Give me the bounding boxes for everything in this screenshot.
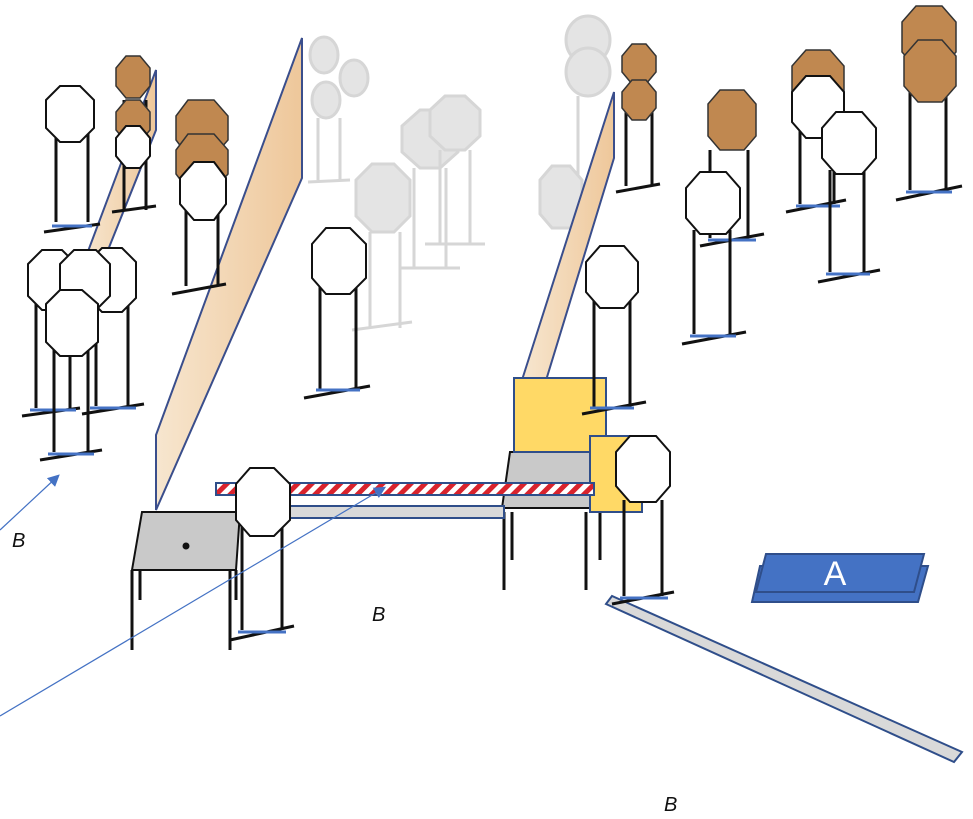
shooting-table-left: [130, 511, 242, 650]
label-b: B: [12, 530, 26, 552]
steel-target-stand: [39, 289, 103, 462]
fault-line-panel: [155, 37, 303, 511]
faded-steel-target: [351, 162, 413, 332]
label-b: B: [372, 604, 386, 626]
ground-fault-line: [604, 594, 964, 764]
steel-target-stand: [581, 245, 647, 416]
faded-target-group: [307, 14, 612, 332]
paper-target-stand: [699, 89, 765, 248]
paper-target-stand: [895, 5, 963, 202]
faded-paper-target: [564, 14, 612, 200]
steel-target-stand: [43, 85, 101, 234]
no-shoot-tape: [215, 482, 595, 496]
paper-target-stand: [171, 99, 229, 296]
start-marker: [754, 553, 926, 593]
start-marker-label: A: [823, 554, 847, 593]
steel-target-stand: [303, 227, 371, 400]
shooting-table-right: [500, 451, 602, 590]
steel-target-stand: [229, 467, 295, 642]
pointer-arrow: [0, 486, 387, 717]
label-b: B: [664, 794, 678, 816]
pointer-arrow: [0, 474, 60, 531]
faded-steel-target: [425, 94, 485, 246]
steel-target-stand: [681, 171, 747, 346]
steel-target-stand: [817, 111, 881, 284]
paper-target-stand: [615, 43, 661, 194]
steel-target-stand: [611, 435, 675, 606]
ground-plank: [269, 505, 505, 519]
faded-paper-target: [307, 35, 370, 184]
paper-target-stand: [111, 55, 157, 214]
